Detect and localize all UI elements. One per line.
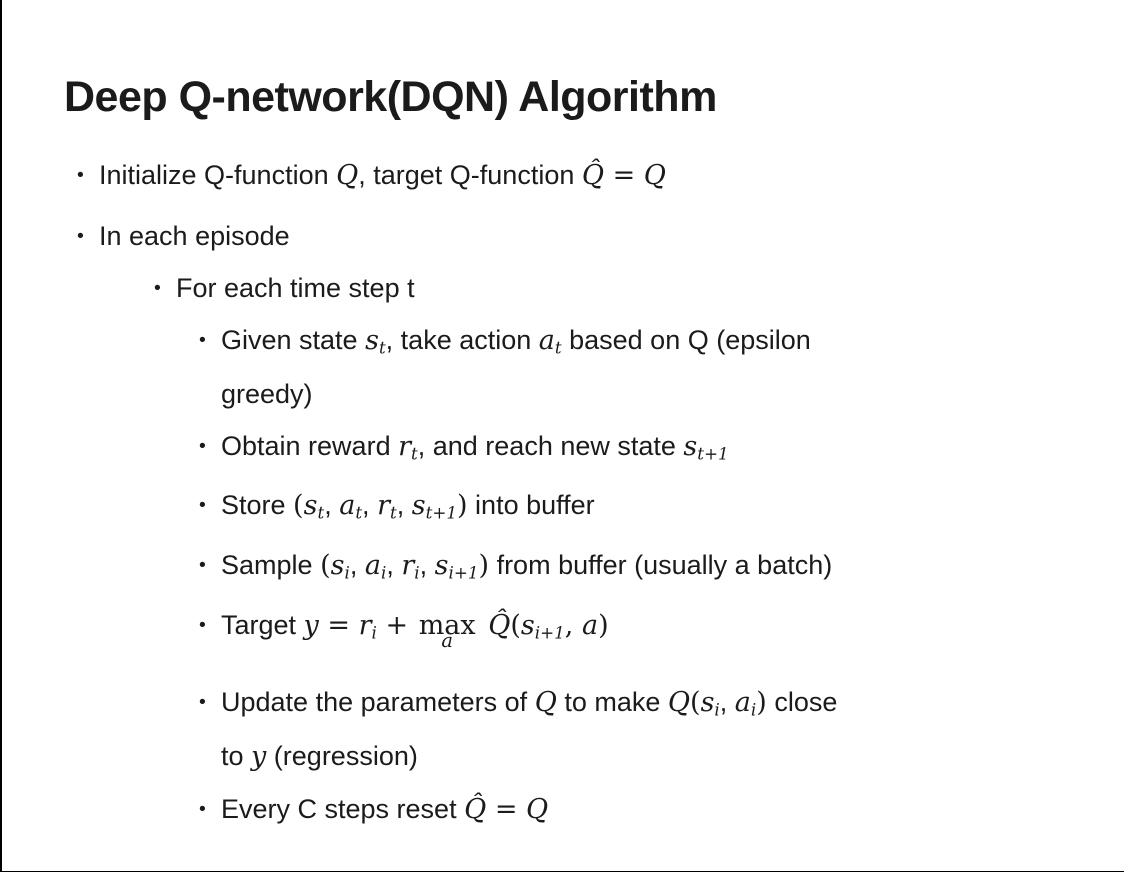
bullet-marker-icon: •	[199, 798, 206, 821]
bullet-marker-icon: •	[199, 554, 206, 577]
bullet-text: Given state st, take action at based on …	[221, 325, 811, 409]
bullet-item: • In each episode	[2, 213, 1122, 259]
bullet-text: Update the parameters of Q to make Q(si,…	[221, 687, 838, 773]
bullet-item: • Store (st, at, rt, st+1) into buffer	[2, 482, 1122, 536]
bullet-marker-icon: •	[199, 329, 206, 351]
bullet-item: • Obtain reward rt, and reach new state s…	[2, 423, 1122, 477]
bullet-marker-icon: •	[77, 225, 84, 247]
slide-title: Deep Q-network(DQN) Algorithm	[64, 72, 717, 121]
bullet-list: • Initialize Q-function Q, target Q-funct…	[2, 152, 1122, 839]
bullet-text: For each time step t	[176, 273, 415, 303]
bullet-item: • Sample (si, ai, ri, si+1) from buffer (…	[2, 542, 1122, 596]
bullet-marker-icon: •	[154, 277, 161, 299]
bullet-text: Store (st, at, rt, st+1) into buffer	[221, 490, 595, 524]
bullet-marker-icon: •	[199, 613, 206, 636]
bullet-item: • Given state st, take action at based on…	[2, 317, 1122, 417]
bullet-text: Every C steps reset Q̂ = Q	[221, 794, 549, 826]
bullet-text: Sample (si, ai, ri, si+1) from buffer (u…	[221, 550, 833, 583]
bullet-item: • Initialize Q-function Q, target Q-funct…	[2, 152, 1122, 199]
bullet-marker-icon: •	[199, 434, 206, 457]
bullet-text: Obtain reward rt, and reach new state st…	[221, 430, 729, 464]
bullet-item: • Every C steps reset Q̂ = Q	[2, 786, 1122, 833]
bullet-marker-icon: •	[199, 691, 206, 714]
bullet-item: • Update the parameters of Q to make Q(si…	[2, 679, 1122, 780]
bullet-marker-icon: •	[199, 494, 206, 517]
bullet-item: • For each time step t	[2, 265, 1122, 311]
bullet-marker-icon: •	[77, 164, 84, 186]
bullet-text: In each episode	[99, 221, 290, 251]
bullet-text: Initialize Q-function Q, target Q-functi…	[99, 160, 666, 191]
